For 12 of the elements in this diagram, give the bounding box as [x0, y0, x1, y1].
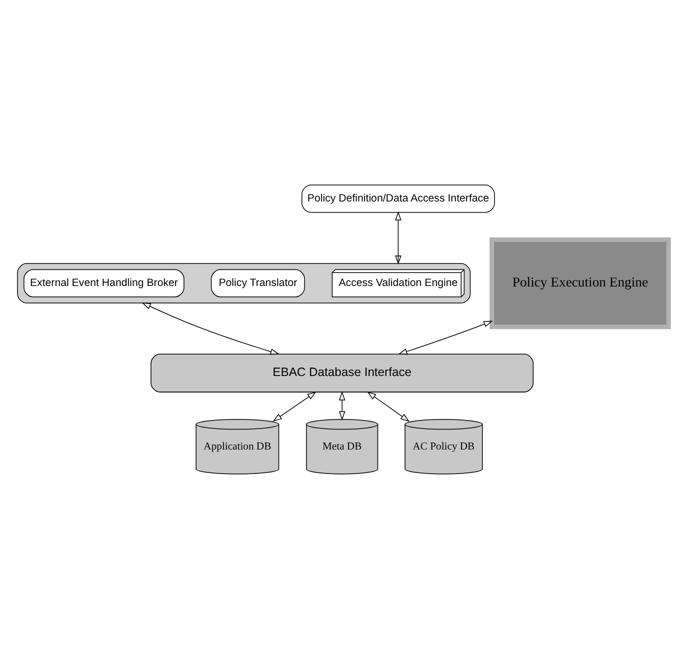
arrow	[272, 391, 316, 422]
arrow	[367, 391, 410, 422]
node-box: Policy Translator	[210, 268, 305, 297]
arrow	[398, 320, 493, 354]
arrow	[395, 210, 402, 264]
cluster	[17, 262, 471, 303]
node-box: External Event Handling Broker	[24, 268, 184, 297]
node-box: Policy Execution Engine	[490, 236, 671, 329]
node-box: EBAC Database Interface	[150, 353, 534, 392]
node-box: Policy Definition/Data Access Interface	[302, 184, 495, 212]
arrow	[142, 302, 280, 354]
arrow	[338, 390, 346, 420]
